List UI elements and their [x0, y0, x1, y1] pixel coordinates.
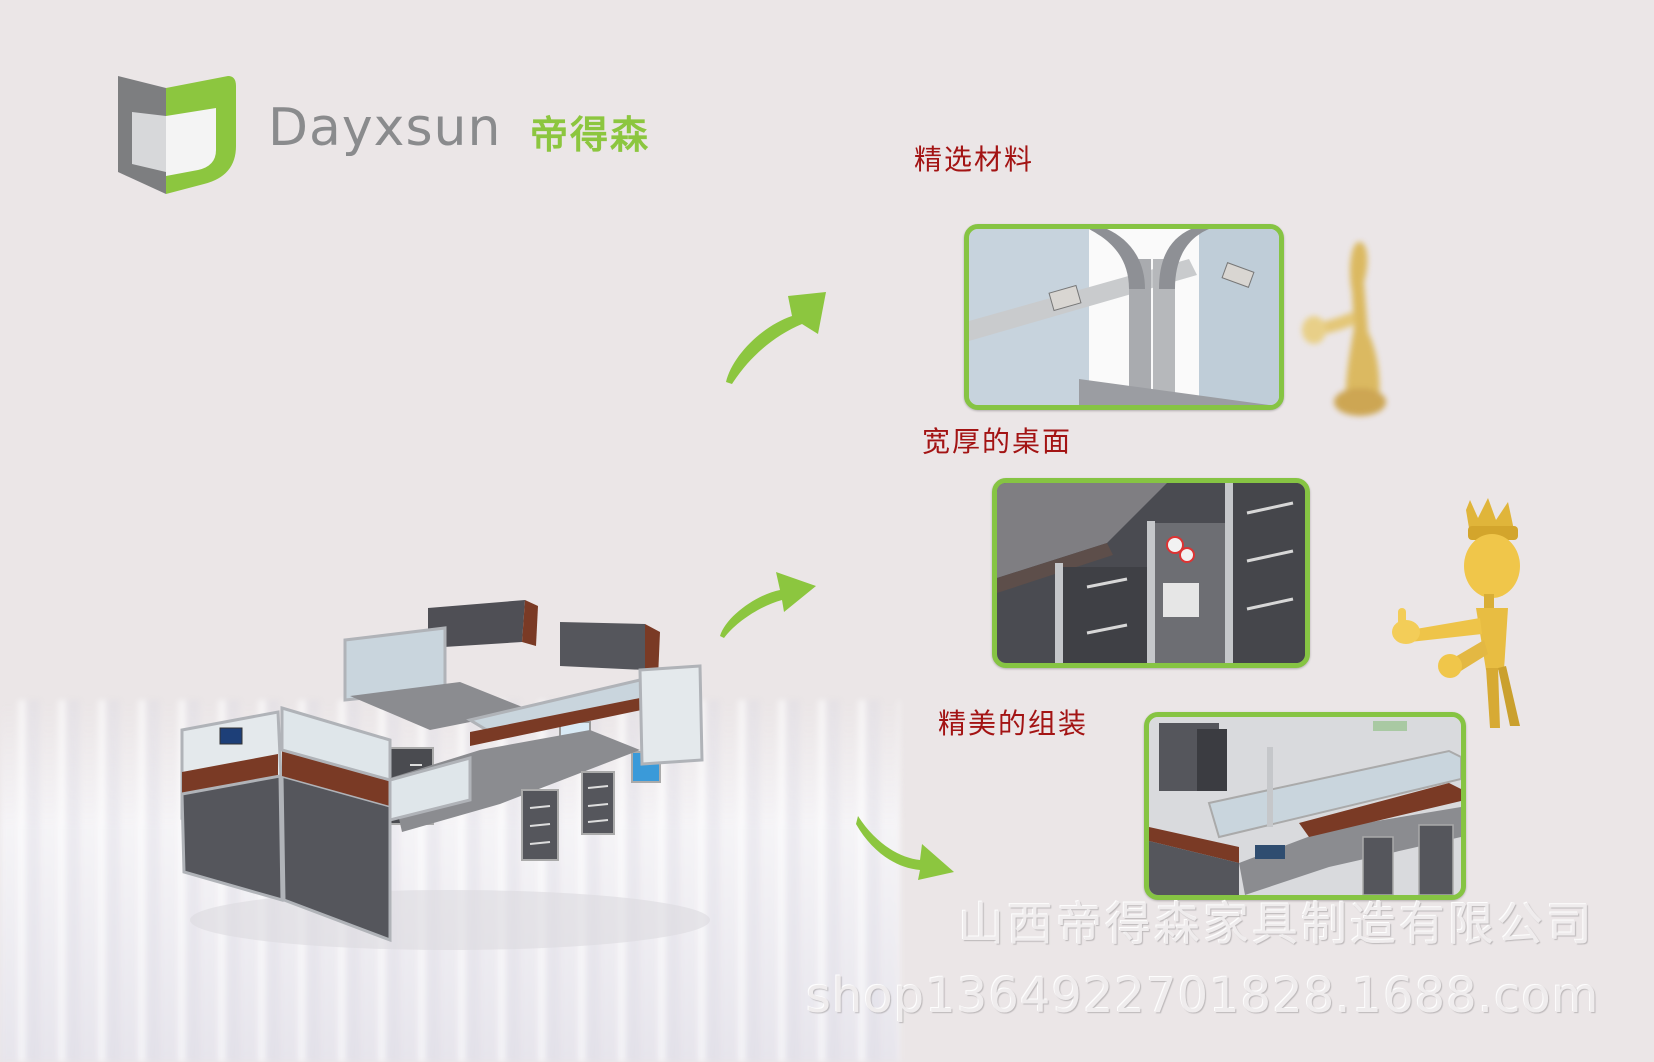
gold-figure-blurred-icon [1298, 232, 1418, 422]
brand-name-latin: Dayxsun [268, 98, 502, 158]
curved-arrow-up-right-icon [718, 572, 818, 638]
curved-arrow-down-right-icon [856, 814, 956, 880]
brand-name-chinese: 帝得森 [530, 113, 651, 157]
feature-heading-assembly: 精美的组装 [938, 707, 1089, 740]
curved-arrow-up-right-icon [722, 286, 827, 384]
gold-king-thumbs-up-icon [1380, 490, 1530, 730]
feature-image-materials [964, 224, 1284, 410]
feature-image-desktop [992, 478, 1310, 668]
feature-heading-materials: 精选材料 [914, 143, 1035, 176]
feature-image-assembly [1144, 712, 1466, 900]
brand-logo: Dayxsun 帝得森 [118, 76, 678, 196]
shield-logo-icon [118, 76, 238, 194]
feature-heading-desktop: 宽厚的桌面 [922, 425, 1073, 458]
watermark-company-name: 山西帝得森家具制造有限公司 [958, 897, 1595, 951]
main-workstation-image [170, 600, 730, 960]
watermark-shop-url: shop1364922701828.1688.com [806, 968, 1600, 1024]
